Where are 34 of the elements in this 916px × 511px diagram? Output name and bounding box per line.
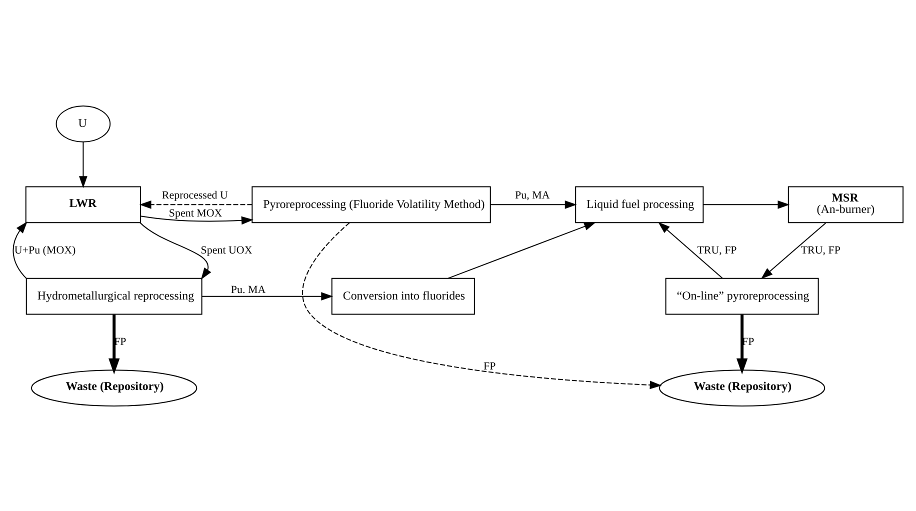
edge-label: Spent MOX xyxy=(168,206,222,219)
edge-label: Reprocessed U xyxy=(162,188,228,201)
node-box: Conversion into fluorides xyxy=(331,277,475,314)
node-box: Liquid fuel processing xyxy=(575,186,704,223)
node-ellipse: Waste (Repository) xyxy=(658,369,826,406)
arrow xyxy=(140,222,212,280)
edge-label: Pu. MA xyxy=(230,284,266,296)
arrow xyxy=(140,215,254,224)
edge-label: FP xyxy=(114,336,126,348)
node-box: Pyroreprocessing (Fluoride Volatility Method) xyxy=(252,186,491,223)
edge-label: Pu, MA xyxy=(515,188,550,201)
arrow xyxy=(490,200,577,208)
arrow xyxy=(702,200,790,208)
edge-label: TRU, FP xyxy=(697,244,737,256)
edge-label: FP xyxy=(484,360,496,372)
arrow xyxy=(12,220,28,278)
node-box: MSR (An-burner) xyxy=(788,186,904,223)
arrow xyxy=(302,222,662,389)
edge-label: TRU, FP xyxy=(800,244,840,256)
arrow xyxy=(448,222,596,278)
arrow xyxy=(760,222,826,279)
node-ellipse: U xyxy=(56,104,111,142)
edge-label: U+Pu (MOX) xyxy=(14,244,76,256)
node-box: LWR xyxy=(25,186,141,223)
arrow xyxy=(658,221,723,278)
node-box: Hydrometallurgical reprocessing xyxy=(26,277,202,314)
arrow xyxy=(79,141,88,188)
arrow xyxy=(108,314,120,374)
arrow xyxy=(139,200,253,208)
node-ellipse: Waste (Repository) xyxy=(30,369,198,406)
edge-label: Spent UOX xyxy=(200,244,252,256)
node-box: “On-line” pyroreprocessing xyxy=(665,277,819,314)
arrow xyxy=(201,292,334,300)
arrow xyxy=(736,314,748,374)
